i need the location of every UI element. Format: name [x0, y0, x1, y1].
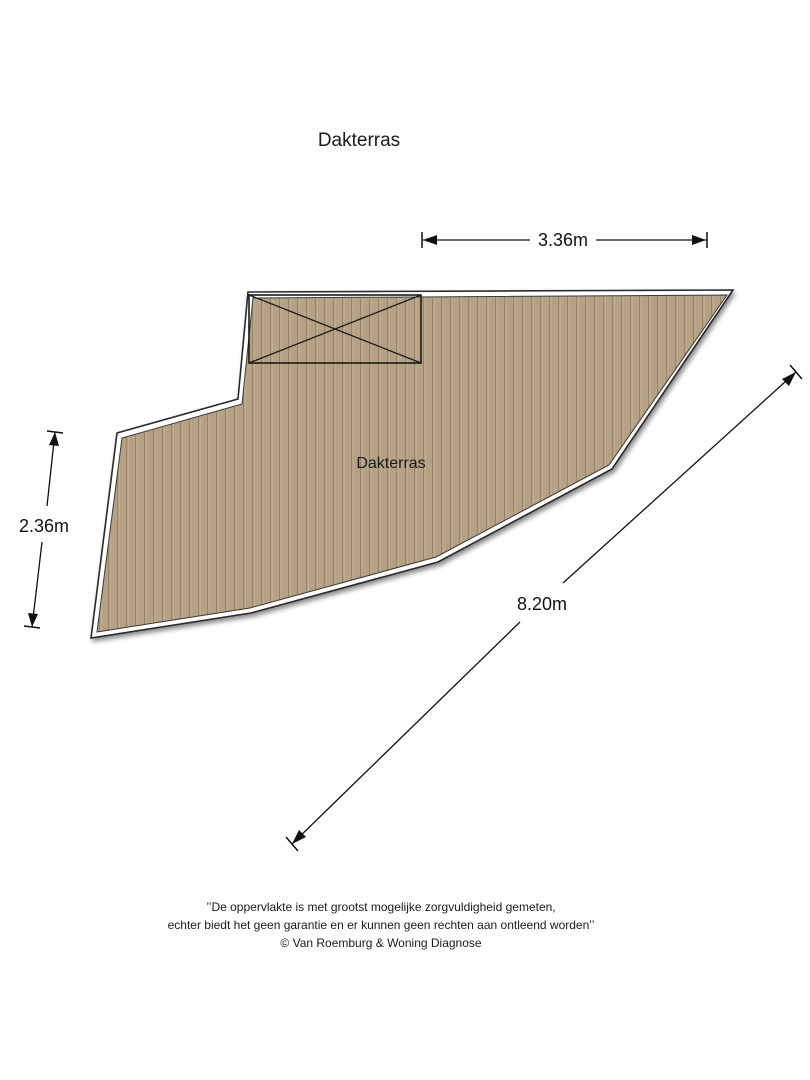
disclaimer-copyright: © Van Roemburg & Woning Diagnose: [280, 936, 482, 950]
terrace-deck: [96, 294, 728, 633]
dimension-left-label: 2.36m: [19, 516, 69, 536]
dimension-left: 2.36m: [19, 430, 69, 629]
dimension-diagonal: 8.20m: [285, 364, 803, 852]
dimension-top-label: 3.36m: [538, 230, 588, 250]
dimension-diagonal-label: 8.20m: [517, 594, 567, 614]
roof-hatch: [248, 294, 422, 364]
disclaimer-line-2: echter biedt het geen garantie en er kun…: [167, 918, 595, 932]
disclaimer: ’’De oppervlakte is met grootst mogelijk…: [0, 898, 762, 952]
room-label: Dakterras: [356, 455, 425, 472]
dimension-top: 3.36m: [421, 230, 708, 250]
floor-title: Dakterras: [317, 130, 401, 151]
disclaimer-line-1: ’’De oppervlakte is met grootst mogelijk…: [206, 900, 556, 914]
